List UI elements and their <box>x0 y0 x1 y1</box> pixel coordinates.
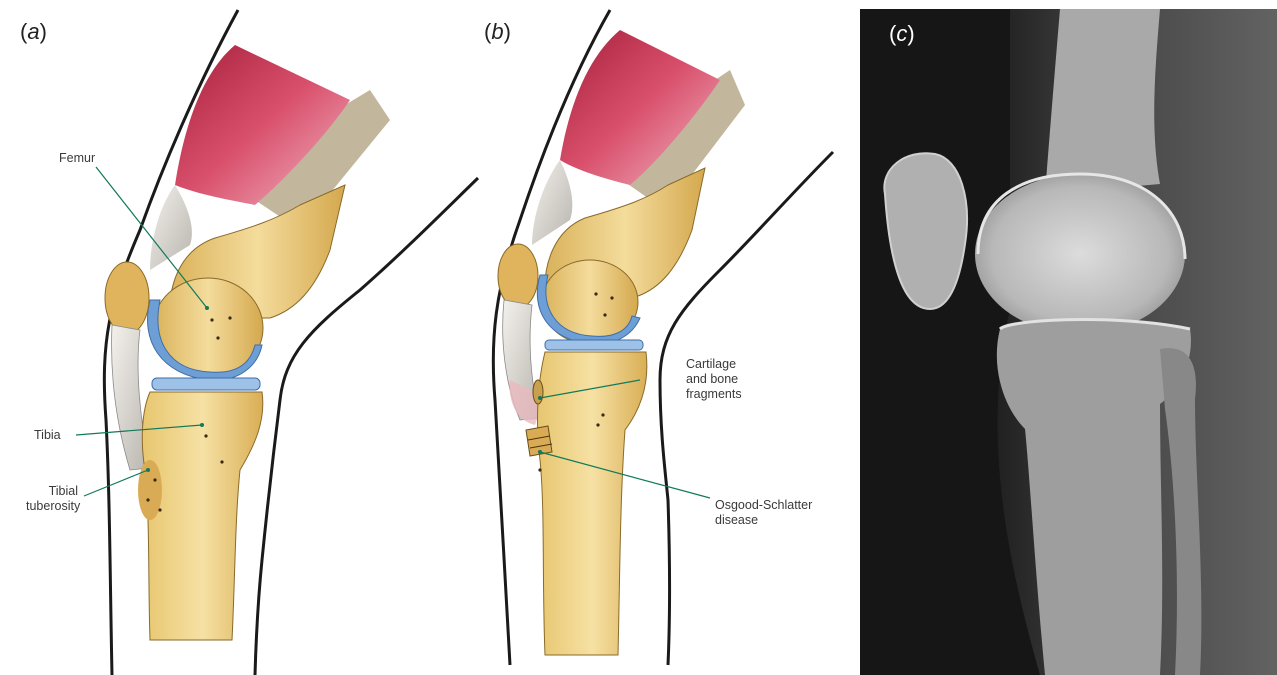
osgood-schlatter-label: Osgood-Schlatter disease <box>715 498 812 528</box>
panel-a-patella <box>105 262 149 334</box>
xray-image <box>860 9 1277 675</box>
xray-femoral-condyle <box>975 174 1185 334</box>
panel-a-tibia <box>142 392 263 640</box>
panel-c-label: (c) <box>889 21 915 47</box>
panel-a-illustration <box>76 10 478 675</box>
panel-b-fragment <box>533 380 543 404</box>
femur-label: Femur <box>59 151 95 166</box>
tibial-tuberosity-label: Tibial tuberosity <box>26 484 78 514</box>
panel-b-tibia <box>538 352 647 655</box>
tibia-label: Tibia <box>34 428 61 443</box>
cartilage-fragments-label: Cartilage and bone fragments <box>686 357 742 402</box>
panel-a-tibial-tuberosity <box>138 460 162 520</box>
panel-b-meniscus <box>545 340 643 350</box>
panel-a-label: (a) <box>20 19 47 45</box>
panel-b-patella <box>498 244 538 308</box>
panel-b-illustration <box>493 10 833 665</box>
panel-a-meniscus <box>152 378 260 390</box>
panel-c-xray <box>860 9 1277 675</box>
xray-femur-shaft <box>1045 9 1160 194</box>
panel-b-label: (b) <box>484 19 511 45</box>
